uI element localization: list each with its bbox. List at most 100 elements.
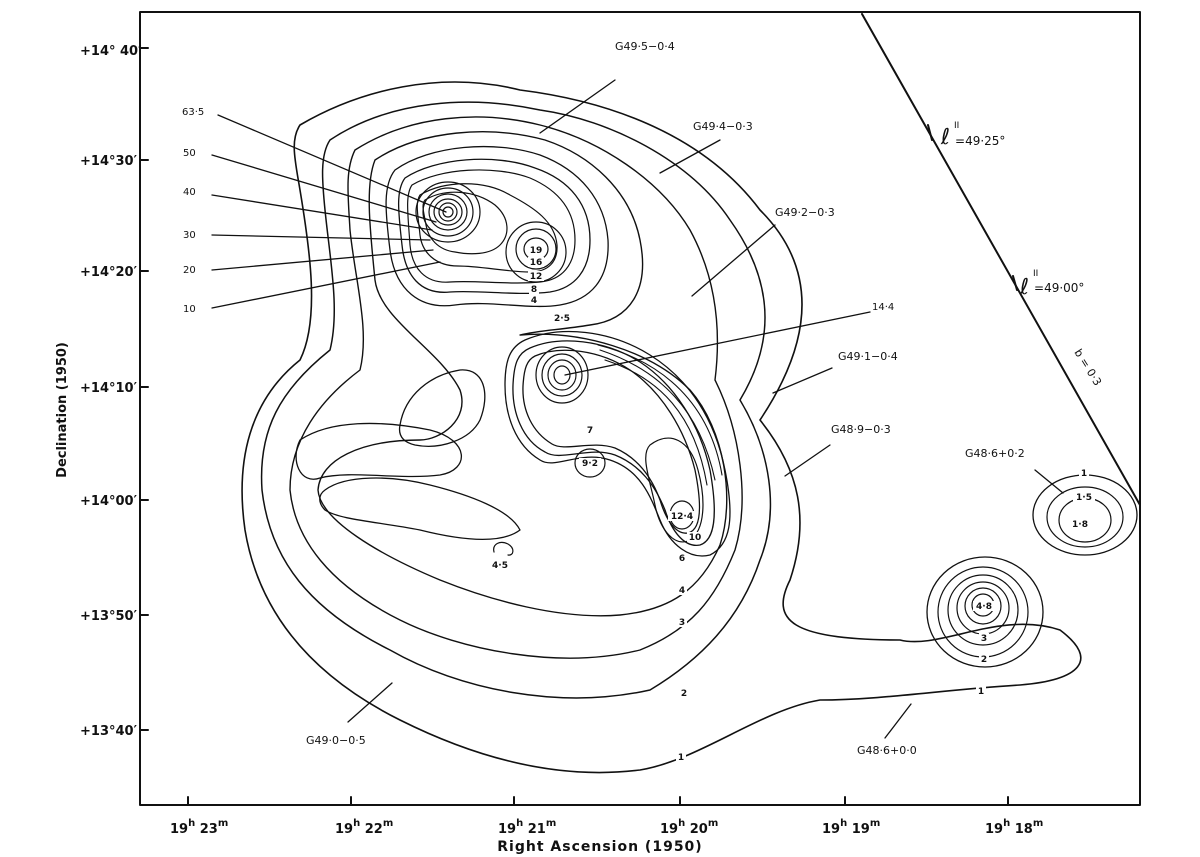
dec-label: +14° 40′	[80, 44, 142, 59]
contour-level-label: 12·4	[671, 512, 693, 522]
contour-level-label: 12	[530, 272, 543, 282]
contour-label-backing	[687, 532, 703, 542]
pointer-key-30	[211, 234, 431, 241]
contour-label-backing	[1079, 468, 1089, 478]
contour-level-label: 8	[531, 285, 537, 295]
peak-contour-ring	[433, 198, 463, 226]
contour-level-label: 4·5	[492, 561, 508, 571]
contour-level-label: 4	[679, 586, 685, 596]
peak-contour-ring	[541, 353, 583, 397]
contour-level-6	[397, 158, 591, 295]
galactic-superscript: II	[1033, 269, 1038, 279]
pointer-g48-9	[784, 444, 831, 477]
contour-level-label: 4·8	[976, 602, 992, 612]
contour-west-lobe	[398, 369, 486, 447]
peak-contour-ring	[505, 221, 567, 283]
contour-label-backing	[551, 313, 573, 323]
peak-label: 14·4	[872, 302, 894, 313]
source-label: G48·6+0·0	[857, 744, 917, 757]
dec-label: +14°20′	[80, 265, 138, 280]
peak-contour-ring	[515, 228, 557, 270]
dec-label: +14°00′	[80, 494, 138, 509]
source-label: G48·9−0·3	[831, 423, 891, 436]
peak-contour-ring	[438, 202, 458, 222]
contour-west-lobe	[319, 477, 521, 541]
ra-label-21m: 19h 21m	[498, 818, 556, 837]
source-label: G49·1−0·4	[838, 350, 898, 363]
y-axis-title: Declination (1950)	[55, 342, 70, 478]
galactic-superscript: II	[954, 121, 959, 131]
source-labels: G49·5−0·4 G49·4−0·3 G49·2−0·3 G49·1−0·4 …	[306, 40, 1025, 757]
contour-label-backing	[528, 245, 544, 255]
contour-g48-6-0-0	[947, 574, 1019, 646]
peak-contour-ring	[553, 365, 571, 385]
contour-level-label: 1·8	[1072, 520, 1088, 530]
contour-label-backing	[679, 688, 689, 698]
pointer-lines	[211, 79, 1064, 739]
dec-label: +13°40′	[80, 724, 138, 739]
contour-dense-band	[599, 349, 716, 481]
galactic-grid	[861, 13, 1141, 506]
galactic-l-symbol: ℓ	[1019, 275, 1029, 300]
key-level-labels: 63·5 50 40 30 20 10	[182, 107, 204, 315]
contour-label-backing	[677, 617, 687, 627]
source-label: G49·4−0·3	[693, 120, 753, 133]
source-label: G49·2−0·3	[775, 206, 835, 219]
contour-level-5	[385, 145, 609, 308]
pointer-g49-2	[691, 224, 776, 297]
source-label: G49·0−0·5	[306, 734, 366, 747]
contour-level-4	[317, 131, 728, 617]
dec-label: +13°50′	[80, 609, 138, 624]
contour-level-label: 10	[689, 533, 702, 543]
source-label: G48·6+0·2	[965, 447, 1025, 460]
contour-small-4-5	[493, 541, 514, 556]
contour-level-label: 19	[530, 246, 543, 256]
pointer-peak-14-4	[564, 311, 871, 376]
contour-level-label: 1	[678, 753, 684, 763]
contour-label-backing	[677, 585, 687, 595]
contour-g48-6-0-0	[926, 556, 1044, 668]
contour-label-backing	[489, 560, 511, 570]
peak-contour-ring	[574, 448, 606, 478]
key-level-label: 30	[183, 230, 196, 241]
key-level-label: 40	[183, 187, 196, 198]
source-label: G49·5−0·4	[615, 40, 675, 53]
peak-contour-ring	[442, 206, 454, 218]
contour-west-lobe	[295, 422, 463, 480]
contour-level-label: 3	[981, 634, 987, 644]
pointer-key-40	[211, 194, 433, 231]
contour-level-label: 6	[679, 554, 685, 564]
contour-level-labels: 191612842·579·212·410643214·54·832111·51…	[489, 245, 1095, 763]
contour-level-9	[422, 191, 508, 255]
contour-level-1	[241, 81, 1082, 774]
dec-tick-marks	[139, 47, 149, 731]
ra-label-18m: 19h 18m	[985, 818, 1043, 837]
contour-label-backing	[1069, 519, 1091, 529]
contour-label-backing	[579, 458, 601, 468]
contour-label-backing	[528, 271, 544, 281]
contour-mid-a	[504, 331, 731, 557]
peak-contour-ring	[422, 187, 474, 237]
contour-level-label: 7	[587, 426, 593, 436]
contour-g48-6-0-0	[964, 587, 1002, 625]
ra-tick-marks	[187, 796, 1009, 806]
galactic-l1-value: =49·25°	[955, 134, 1005, 148]
contour-level-label: 9·2	[582, 459, 598, 469]
pointer-key-63-5	[217, 114, 447, 213]
contour-label-backing	[677, 553, 687, 563]
galactic-l-tick-2	[1012, 275, 1018, 291]
pointer-g48-6-0-2	[1034, 469, 1064, 494]
pointer-g49-5	[539, 79, 616, 134]
x-axis-title: Right Ascension (1950)	[497, 839, 702, 855]
contour-label-backing	[529, 295, 539, 305]
contour-level-7	[407, 169, 576, 284]
peak-contour-ring	[547, 359, 577, 391]
galactic-b-line	[861, 13, 1141, 506]
contour-mid-c	[522, 349, 701, 534]
contour-level-label: 4	[531, 296, 537, 306]
contours-main	[241, 81, 1138, 774]
ra-label-23m: 19h 23m	[170, 818, 228, 837]
key-level-label: 50	[183, 148, 196, 159]
key-level-label: 10	[183, 304, 196, 315]
peak-contour-ring	[535, 346, 589, 404]
